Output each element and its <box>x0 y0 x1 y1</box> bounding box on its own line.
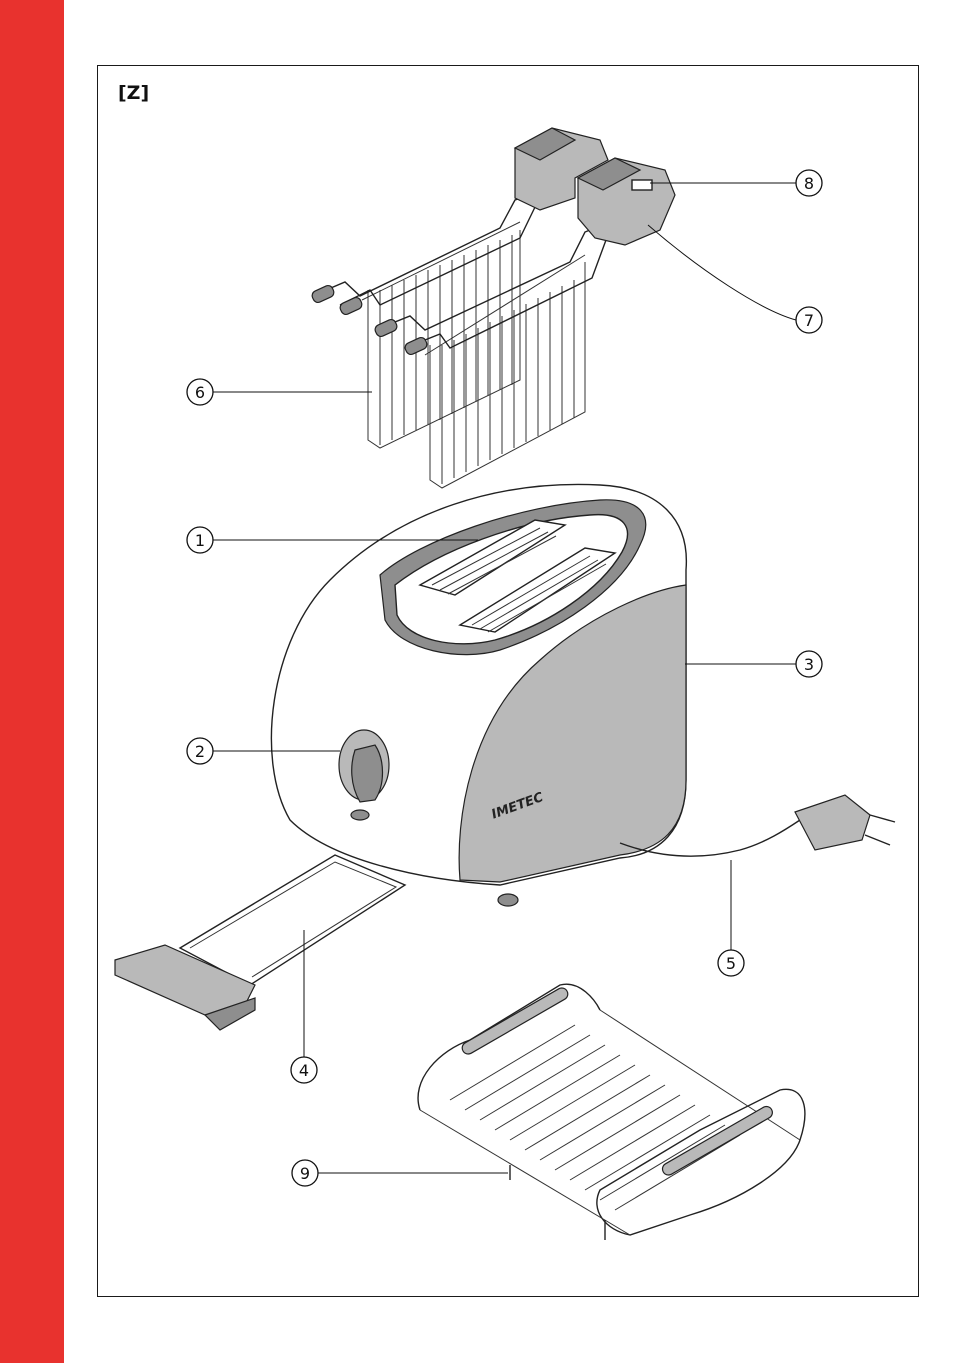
bun-warmer-illustration <box>418 984 805 1240</box>
callout-4: 4 <box>291 1057 317 1083</box>
toasting-tongs-illustration <box>310 128 675 488</box>
crumb-tray-illustration <box>115 855 405 1030</box>
callout-2: 2 <box>187 738 213 764</box>
callout-7: 7 <box>796 307 822 333</box>
callout-5: 5 <box>718 950 744 976</box>
svg-text:8: 8 <box>804 174 814 193</box>
callout-6: 6 <box>187 379 213 405</box>
callout-1: 1 <box>187 527 213 553</box>
svg-text:5: 5 <box>726 954 736 973</box>
toaster-illustration: IMETEC <box>271 484 686 906</box>
callout-9: 9 <box>292 1160 318 1186</box>
svg-text:6: 6 <box>195 383 205 402</box>
svg-text:7: 7 <box>804 311 814 330</box>
svg-text:9: 9 <box>300 1164 310 1183</box>
callout-8: 8 <box>796 170 822 196</box>
callout-3: 3 <box>796 651 822 677</box>
svg-text:4: 4 <box>299 1061 309 1080</box>
svg-text:1: 1 <box>195 531 205 550</box>
svg-text:3: 3 <box>804 655 814 674</box>
svg-text:2: 2 <box>195 742 205 761</box>
